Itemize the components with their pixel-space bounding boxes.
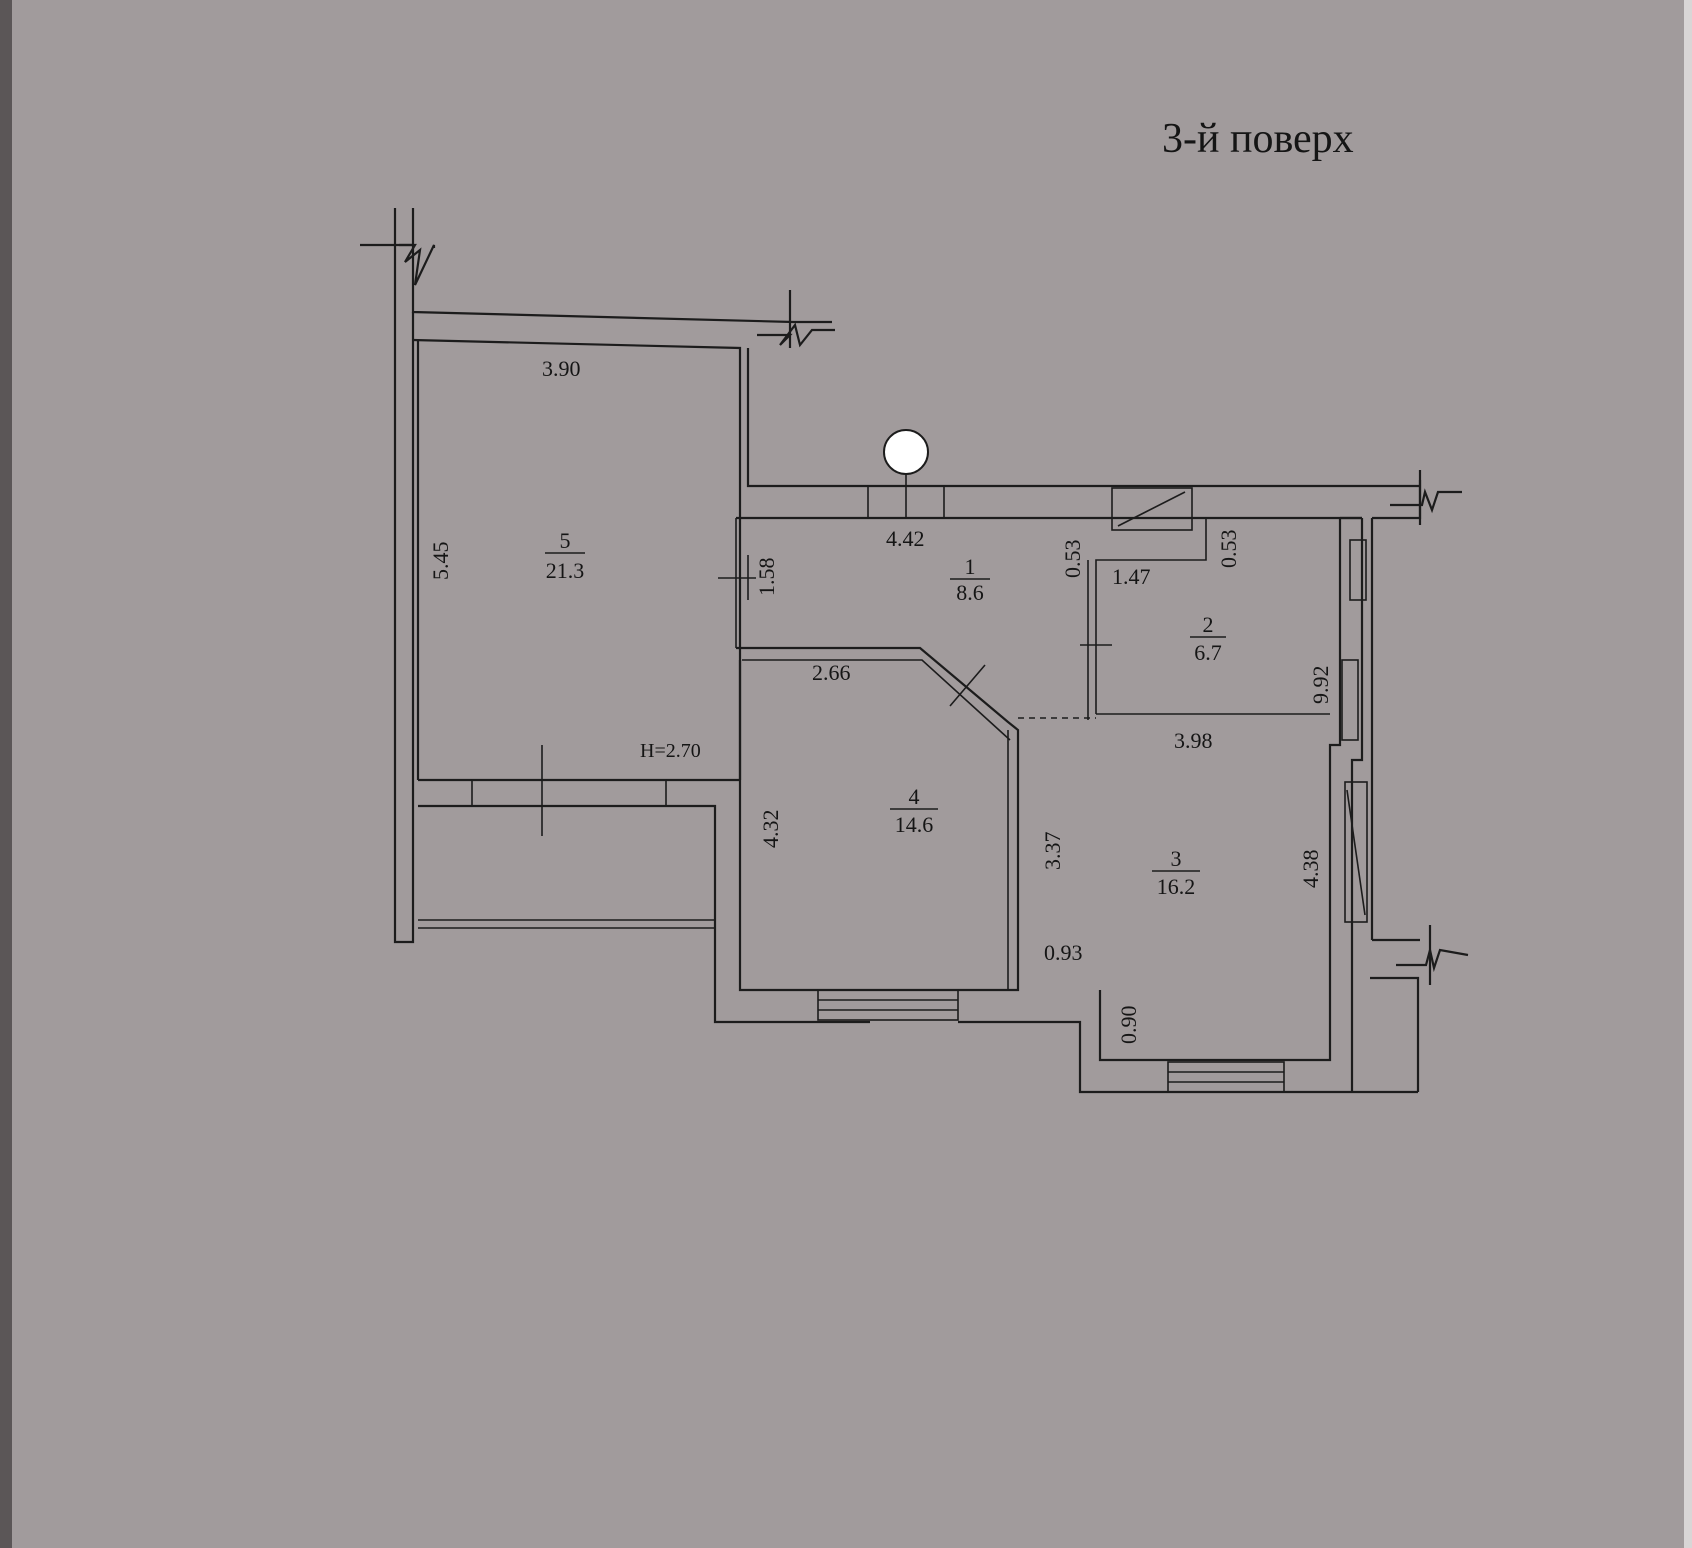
room-3-walls (1098, 470, 1469, 1093)
room-label-5: 5 21.3 (545, 528, 585, 583)
room-area: 16.2 (1157, 874, 1196, 899)
dim-room4-width: 2.66 (812, 660, 851, 685)
ventilation-riser-icon (883, 429, 929, 475)
room-2-walls (1018, 518, 1330, 720)
dim-room3-left: 3.37 (1040, 832, 1065, 871)
dim-room2-step: 0.53 (1216, 530, 1241, 569)
ceiling-height-label: H=2.70 (640, 740, 701, 762)
room-number: 2 (1203, 612, 1214, 637)
room-area: 21.3 (546, 558, 585, 583)
room-label-1: 1 8.6 (950, 554, 990, 605)
room-area: 14.6 (895, 812, 934, 837)
room-number: 1 (965, 554, 976, 579)
room-number: 4 (909, 784, 920, 809)
room-number: 5 (560, 528, 571, 553)
room-area: 8.6 (956, 580, 984, 605)
dim-room3-width: 3.98 (1174, 728, 1213, 753)
room-number: 3 (1171, 846, 1182, 871)
dim-room3-right: 4.38 (1298, 850, 1323, 889)
room-label-4: 4 14.6 (890, 784, 938, 837)
room-5-walls (360, 208, 870, 1024)
room-label-2: 2 6.7 (1190, 612, 1226, 665)
corridor-walls (718, 290, 1420, 648)
dim-room2-length: 9.92 (1308, 666, 1333, 705)
room-area: 6.7 (1194, 640, 1222, 665)
floor-title: 3-й поверх (1162, 116, 1354, 162)
dim-room1-step: 0.53 (1060, 540, 1085, 579)
dim-room1-depth: 1.58 (754, 558, 779, 597)
photo-edge-left (0, 0, 12, 1548)
dim-room1-width: 4.42 (886, 526, 925, 551)
dim-room3-bay-depth: 0.90 (1116, 1006, 1141, 1045)
dim-room5-width: 3.90 (542, 356, 581, 381)
room-label-3: 3 16.2 (1152, 846, 1200, 899)
dim-room3-bay-width: 0.93 (1044, 940, 1083, 965)
dim-room4-length: 4.32 (758, 810, 783, 849)
dim-room2-width: 1.47 (1112, 564, 1151, 589)
photo-edge-right (1684, 0, 1692, 1548)
room-4-walls (736, 646, 1418, 1094)
dim-room5-length: 5.45 (428, 542, 453, 581)
